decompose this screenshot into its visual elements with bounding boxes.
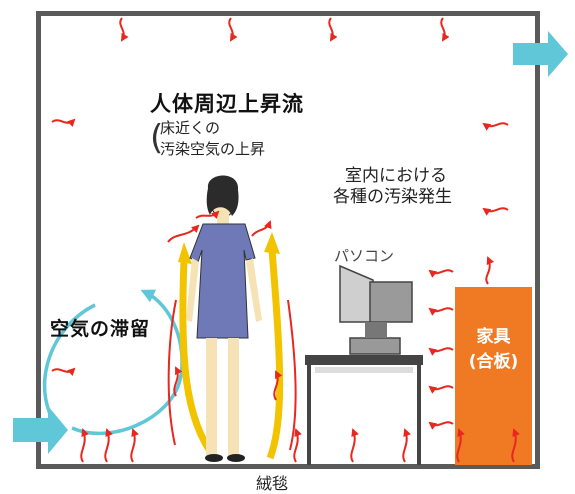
inlet-arrow-icon <box>13 406 68 454</box>
stagnation-swirl-left <box>43 303 96 432</box>
body-rising-flow-label: 人体周辺上昇流 <box>150 92 304 116</box>
room-pollution-label: 室内における 各種の汚染発生 <box>333 166 452 208</box>
computer-icon <box>339 264 413 355</box>
room-pollution-line1: 室内における <box>345 166 447 186</box>
furniture-label: 家具 (合板) <box>455 322 532 372</box>
carpet-label: 絨毯 <box>256 474 289 493</box>
furniture-plywood <box>455 287 532 465</box>
floor-air-bracket: ( <box>150 118 164 158</box>
furniture-line2: (合板) <box>468 352 519 372</box>
stagnation-label: 空気の滞留 <box>50 318 151 340</box>
computer-label: パソコン <box>334 247 395 265</box>
outlet-arrow-icon <box>513 31 568 77</box>
floor-air-line1: 床近くの <box>160 119 221 137</box>
floor-air-label: 床近くの 汚染空気の上昇 <box>160 118 265 160</box>
desk <box>305 355 423 465</box>
floor-air-line2: 汚染空気の上昇 <box>160 140 266 158</box>
room-pollution-line2: 各種の汚染発生 <box>333 187 452 207</box>
emission-arrows <box>51 17 520 463</box>
furniture-line1: 家具 <box>476 327 511 347</box>
person-figure <box>186 175 262 462</box>
room-walls <box>36 11 540 469</box>
